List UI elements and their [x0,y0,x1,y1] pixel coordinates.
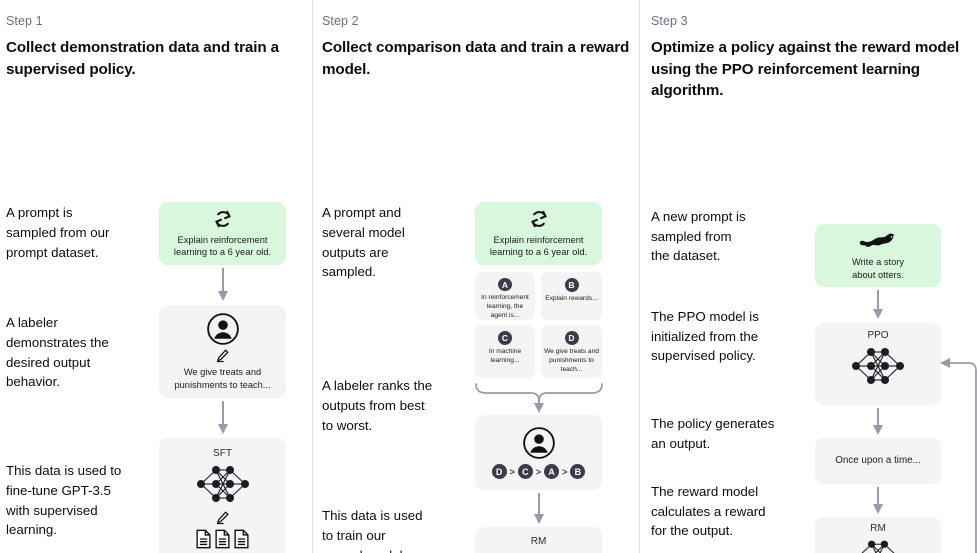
output-card-a[interactable]: A In reinforcement learning, the agent i… [475,272,535,321]
step-2-rm-title: RM [530,536,547,548]
rank-separator: > [535,466,542,477]
output-card-d[interactable]: D We give treats and punishments to teac… [541,325,602,379]
step-3-rm-title: RM [870,523,886,535]
output-text-b: Explain rewards... [545,295,598,303]
step-3-output-card[interactable]: Once upon a time... [815,438,941,485]
otter-icon [858,230,898,250]
output-text-a: In reinforcement learning, the agent is.… [481,294,529,319]
step-2-prompt-text: Explain reinforcement learning to a 6 ye… [489,234,588,258]
neural-network-icon [849,536,907,553]
step-1-caption-3: This data is used to fine-tune GPT-3.5 w… [6,463,122,538]
person-circle-icon [206,312,240,346]
step-2-caption-3: This data is used to train our reward mo… [322,508,423,553]
step-2-caption-1: A prompt and several model outputs are s… [322,205,405,280]
step-1-caption-2: A labeler demonstrates the desired outpu… [6,315,109,390]
step-2-rm-card[interactable]: RM [475,527,602,553]
rank-badge-3: A [544,464,560,480]
reinforcement-loop-icon [529,209,549,229]
column-divider-2 [639,0,640,553]
output-badge-b: B [564,278,579,293]
step-2-label: Step 2 [322,14,359,28]
output-text-d: We give treats and punishments to teach.… [544,348,599,373]
brace-arrow-icon [475,383,603,414]
rank-separator: > [509,466,515,477]
step-1-sft-card[interactable]: SFT [159,438,286,553]
step-1-column: Step 1 Collect demonstration data and tr… [0,0,312,553]
step-2-column: Step 2 Collect comparison data and train… [312,0,639,553]
output-badge-d: D [564,331,579,346]
step-1-prompt-card[interactable]: Explain reinforcement learning to a 6 ye… [159,202,286,266]
step-3-rm-card[interactable]: RM [815,517,941,553]
output-card-c[interactable]: C In machine learning... [475,325,535,379]
output-badge-c: C [498,331,512,346]
step-1-sft-title: SFT [213,448,232,460]
step-3-ppo-card[interactable]: PPO [815,323,941,406]
reinforcement-loop-icon [213,209,233,229]
output-text-c: In machine learning... [488,348,522,365]
arrow-down-icon [873,290,883,320]
arrow-down-icon [218,268,228,302]
step-2-title: Collect comparison data and train a rewa… [322,39,630,78]
step-1-labeler-text: We give treats and punishments to teach.… [174,367,271,390]
pencil-icon [215,348,230,363]
arrow-down-icon [873,408,883,436]
step-3-caption-3: The policy generates an output. [651,416,775,451]
rank-separator: > [562,466,568,477]
output-badge-a: A [498,278,512,292]
column-divider-1 [312,0,313,553]
step-3-caption-2: The PPO model is initialized from the su… [651,309,759,364]
step-3-label: Step 3 [651,14,688,28]
step-3-column: Step 3 Optimize a policy against the rew… [639,0,977,553]
feedback-loop-arrow-icon [940,358,977,553]
rank-badge-4: B [570,464,586,480]
ranking-row: D > C > A > B [491,464,586,480]
rank-badge-2: C [517,464,533,480]
neural-network-icon [192,461,254,507]
step-1-title: Collect demonstration data and train a s… [6,39,279,78]
documents-icon [195,529,250,549]
step-3-caption-1: A new prompt is sampled from the dataset… [651,209,746,264]
step-1-prompt-text: Explain reinforcement learning to a 6 ye… [173,234,272,258]
step-1-caption-1: A prompt is sampled from our prompt data… [6,205,110,260]
neural-network-icon [508,549,570,553]
step-3-prompt-text: Write a story about otters. [851,256,904,280]
step-3-caption-4: The reward model calculates a reward for… [651,484,766,539]
step-2-prompt-card[interactable]: Explain reinforcement learning to a 6 ye… [475,202,602,266]
person-circle-icon [522,426,556,460]
step-2-ranking-card[interactable]: D > C > A > B [475,415,602,491]
step-3-prompt-card[interactable]: Write a story about otters. [815,224,941,288]
pencil-icon [215,510,230,525]
rank-badge-1: D [491,464,507,480]
step-1-label: Step 1 [6,14,43,28]
output-card-b[interactable]: B Explain rewards... [541,272,602,321]
step-1-labeler-card[interactable]: We give treats and punishments to teach.… [159,305,286,399]
step-3-title: Optimize a policy against the reward mod… [651,39,960,100]
neural-network-icon [847,343,909,389]
arrow-down-icon [534,493,544,525]
step-2-caption-2: A labeler ranks the outputs from best to… [322,378,433,433]
arrow-down-icon [873,487,883,515]
step-3-ppo-title: PPO [867,330,889,342]
step-3-output-text: Once upon a time... [835,455,921,467]
arrow-down-icon [218,401,228,435]
